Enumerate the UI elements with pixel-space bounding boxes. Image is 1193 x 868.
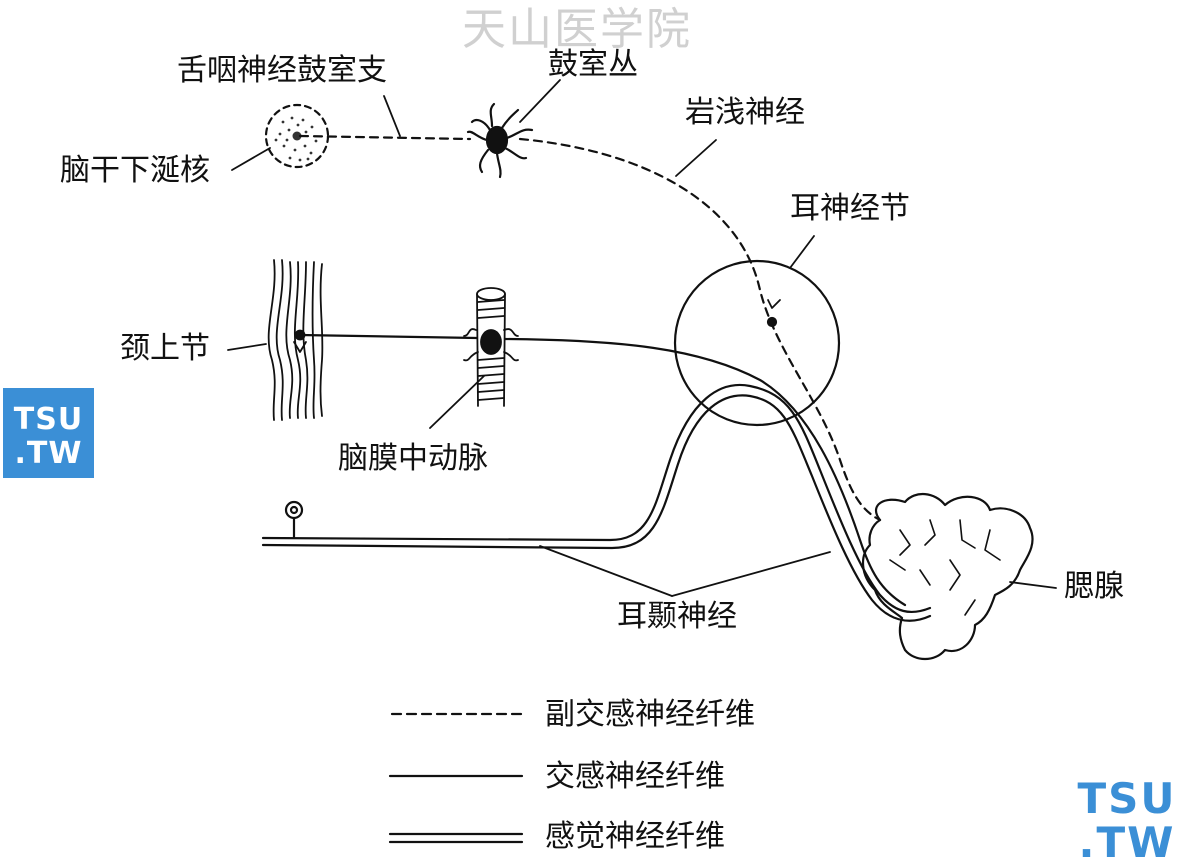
tympanic-plexus-shape <box>466 102 534 179</box>
leader-brainstem <box>231 147 271 171</box>
legend-sympathetic-label: 交感神经纤维 <box>545 759 725 794</box>
leader-otic <box>789 235 815 269</box>
leader-tympanic <box>519 79 561 123</box>
legend-parasympathetic-label: 副交感神经纤维 <box>545 697 755 732</box>
legend-sensory-label: 感觉神经纤维 <box>545 819 725 854</box>
leader-glossopharyngeal <box>383 95 401 137</box>
parotid-gland-shape <box>862 493 1034 661</box>
sensory-path <box>261 383 932 622</box>
sympathetic-path-2 <box>503 337 907 607</box>
superior-cervical-ganglion-shape <box>267 259 324 421</box>
middle-meningeal-artery-shape <box>463 287 519 407</box>
logo-right-line2: .TW <box>1078 818 1176 867</box>
otic-ganglion-shape <box>673 259 841 427</box>
label-otic-ganglion: 耳神经节 <box>790 191 910 226</box>
tsu-logo-right: TSU .TW <box>1072 772 1182 867</box>
leader-auriculotemporal-1 <box>539 545 673 597</box>
label-middle-meningeal: 脑膜中动脉 <box>338 441 488 476</box>
watermark-text: 天山医学院 <box>462 4 692 55</box>
label-tympanic-plexus: 鼓室丛 <box>548 47 638 82</box>
label-auriculotemporal: 耳颞神经 <box>617 599 737 634</box>
label-superior-cervical: 颈上节 <box>120 331 210 366</box>
leader-petrosal <box>675 139 717 177</box>
logo-left-line2: .TW <box>14 436 83 471</box>
parasympathetic-path <box>298 134 472 141</box>
logo-right-line1: TSU <box>1077 774 1177 823</box>
tsu-logo-left: TSU .TW <box>3 388 94 478</box>
label-brainstem-nucleus: 脑干下涎核 <box>60 153 210 188</box>
leader-cervical <box>227 343 267 351</box>
leader-auriculotemporal-2 <box>671 551 831 597</box>
logo-left-line1: TSU <box>13 402 84 437</box>
leader-meningeal <box>429 375 485 429</box>
label-glossopharyngeal-branch: 舌咽神经鼓室支 <box>177 53 387 88</box>
label-lesser-petrosal: 岩浅神经 <box>685 95 805 130</box>
sympathetic-path <box>298 333 479 340</box>
leader-parotid <box>1009 581 1057 589</box>
parasympathetic-path-2 <box>518 137 882 522</box>
label-parotid: 腮腺 <box>1064 569 1124 604</box>
